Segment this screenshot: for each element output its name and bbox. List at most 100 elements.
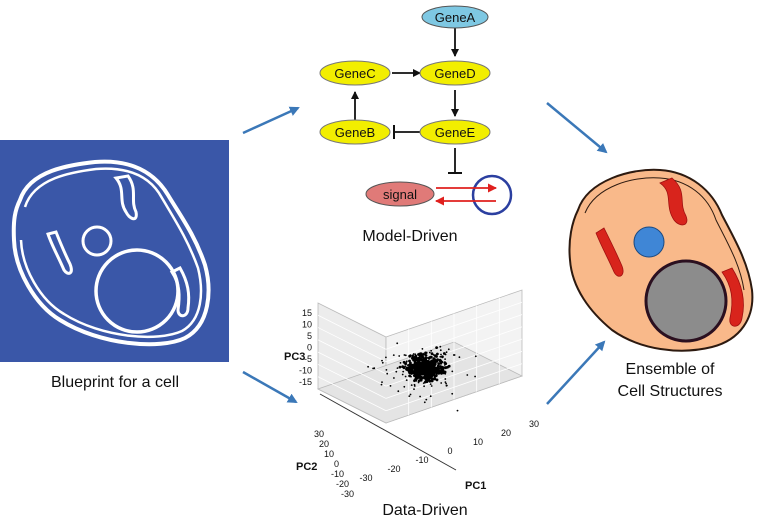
scatter-point — [389, 385, 392, 387]
scatter-point — [436, 364, 440, 368]
scatter-point — [435, 346, 438, 349]
scatter-point — [421, 362, 424, 365]
scatter-point — [431, 377, 435, 381]
gene-label-genec: GeneC — [334, 66, 375, 81]
scatter-point — [438, 358, 442, 362]
scatter-point — [420, 358, 423, 360]
blueprint-mitochondrion-right — [169, 266, 191, 318]
scatter-point — [444, 358, 446, 360]
scatter-point — [466, 374, 469, 376]
scatter-point — [435, 378, 439, 382]
scatter-point — [474, 355, 477, 358]
caption-model-driven: Model-Driven — [362, 228, 458, 245]
signal-label: signal — [383, 187, 417, 202]
tick-label-pc3: -15 — [299, 377, 312, 387]
scatter-point — [440, 372, 443, 375]
scatter-point — [409, 393, 412, 396]
scatter-point — [422, 382, 425, 384]
scatter-point — [381, 359, 383, 362]
scatter-point — [440, 382, 443, 384]
scatter-point — [404, 354, 407, 357]
scatter-point — [430, 363, 434, 367]
tick-label-pc1: -20 — [387, 464, 400, 474]
pca-scatter-3d: 151050-5-10-153020100-10-20-30-30-20-100… — [284, 289, 539, 499]
scatter-point — [410, 384, 413, 386]
blueprint-mitochondrion-top — [113, 174, 138, 221]
scatter-point — [425, 378, 429, 382]
scatter-point — [408, 366, 412, 370]
caption-blueprint: Blueprint for a cell — [50, 374, 180, 391]
scatter-point — [436, 352, 439, 356]
scatter-point — [444, 366, 447, 369]
scatter-point — [415, 367, 418, 370]
scatter-point — [434, 359, 438, 363]
scatter-point — [411, 354, 414, 358]
scatter-point — [424, 372, 428, 375]
scatter-point — [447, 364, 451, 368]
scatter-point — [440, 353, 442, 356]
scatter-point — [423, 401, 426, 404]
scatter-point — [428, 376, 430, 379]
tick-label-pc2: -10 — [331, 469, 344, 479]
scatter-point — [386, 372, 389, 375]
scatter-point — [438, 367, 441, 370]
tick-label-pc3: 10 — [302, 320, 312, 330]
scatter-point — [401, 373, 404, 376]
axis-label-pc3: PC3 — [284, 351, 305, 363]
scatter-point — [423, 385, 425, 388]
scatter-point — [453, 354, 456, 356]
scatter-point — [430, 367, 432, 370]
scatter-point — [425, 398, 428, 401]
scatter-point — [404, 365, 407, 368]
scatter-point — [444, 378, 447, 380]
gene-label-genee: GeneE — [435, 125, 476, 140]
scatter-point — [440, 367, 444, 370]
scatter-point — [434, 375, 437, 377]
scatter-point — [414, 377, 417, 380]
scatter-point — [426, 357, 429, 359]
tick-label-pc2: -20 — [336, 479, 349, 489]
arrow-model-to-ensemble — [546, 102, 608, 154]
ensemble-mitochondrion-top — [659, 177, 688, 226]
scatter-point — [431, 353, 434, 356]
scatter-point — [408, 395, 411, 397]
scatter-point — [426, 381, 429, 383]
gene-node-gened: GeneD — [419, 60, 491, 86]
scatter-point — [445, 382, 447, 385]
scatter-point — [399, 362, 402, 364]
scatter-point — [421, 353, 425, 356]
scatter-point — [396, 367, 399, 369]
scatter-point — [431, 359, 433, 362]
grid-line — [385, 351, 523, 399]
ensemble-cell-illustration — [568, 168, 754, 352]
scatter-point — [421, 369, 425, 373]
scatter-point — [419, 395, 421, 398]
tick-label-pc3: 5 — [307, 331, 312, 341]
scatter-point — [451, 370, 454, 373]
scatter-point — [437, 362, 441, 366]
scatter-point — [428, 380, 431, 383]
scatter-point — [414, 353, 417, 356]
signal-node: signal — [365, 181, 435, 207]
tick-label-pc1: 30 — [529, 419, 539, 429]
scatter-point — [396, 342, 399, 345]
edge-genee-inhibits-geneb — [393, 125, 421, 139]
arrow-blueprint-to-model — [242, 106, 300, 135]
scatter-point — [403, 354, 406, 356]
scatter-point — [430, 374, 434, 378]
scatter-point — [409, 354, 412, 357]
scatter-point — [430, 355, 432, 358]
scatter-point — [367, 365, 369, 368]
scatter-point — [433, 376, 436, 379]
scatter-point — [413, 388, 415, 390]
gene-label-gened: GeneD — [434, 66, 475, 81]
caption-data-driven: Data-Driven — [382, 502, 468, 519]
grid-line — [317, 351, 387, 387]
scatter-point — [410, 375, 412, 378]
axis-label-pc1: PC1 — [465, 480, 486, 492]
scatter-point — [443, 364, 446, 366]
grid-line — [317, 327, 387, 362]
scatter-point — [405, 379, 408, 381]
scatter-point — [430, 385, 433, 387]
